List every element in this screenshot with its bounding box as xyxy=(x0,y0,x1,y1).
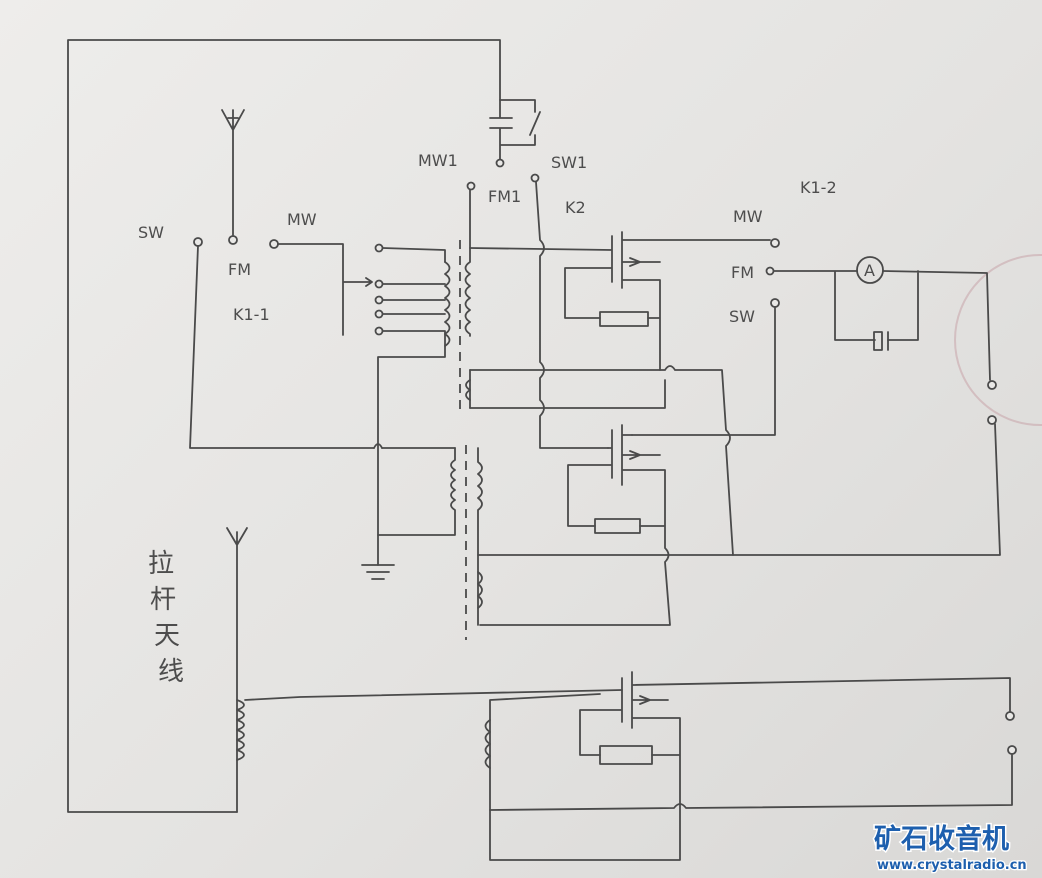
stamp-mark xyxy=(954,254,1042,426)
common-wire xyxy=(477,423,1001,556)
mw-wiper-wire xyxy=(277,243,373,336)
k2-name: K2 xyxy=(565,198,586,217)
output-terminal-1[interactable] xyxy=(987,380,997,390)
k1-2-sw-label: SW xyxy=(729,307,755,326)
k1-2-sw-terminal[interactable] xyxy=(770,298,780,308)
k2-mw1-label: MW1 xyxy=(418,151,458,170)
k1-1-fm-terminal[interactable] xyxy=(228,235,238,245)
antenna-top xyxy=(221,109,245,236)
mosfet-q2 xyxy=(479,424,671,626)
outer-frame-wire xyxy=(67,39,501,813)
k1-2-mw-terminal[interactable] xyxy=(770,238,780,248)
k1-2-fm-terminal[interactable] xyxy=(765,266,775,276)
k1-1-fm-label: FM xyxy=(228,260,251,279)
ammeter-icon xyxy=(856,256,884,284)
mosfet-q3 xyxy=(484,671,1013,861)
antenna-label-char: 杆 xyxy=(150,585,176,615)
sw-wire xyxy=(189,245,456,449)
k1-1-sw-label: SW xyxy=(138,223,164,242)
k1-2-mw-label: MW xyxy=(733,207,763,226)
k1-1-mw-label: MW xyxy=(287,210,317,229)
meter-wires xyxy=(773,270,991,381)
k1-1-sw-terminal[interactable] xyxy=(193,237,203,247)
antenna-label-char: 拉 xyxy=(148,549,174,579)
ground-icon xyxy=(361,564,395,580)
q3-terminal-1[interactable] xyxy=(1005,711,1015,721)
k1-1-name: K1-1 xyxy=(233,305,270,324)
watermark-title: 矿石收音机 xyxy=(874,823,1009,855)
mosfet-q1 xyxy=(469,231,771,371)
q1-return-wires xyxy=(469,365,734,556)
k1-1-mw-terminal[interactable] xyxy=(269,239,279,249)
coil-2 xyxy=(377,445,483,640)
antenna-label-char: 线 xyxy=(158,657,184,687)
ammeter-label: A xyxy=(864,261,875,280)
k2-sw1-label: SW1 xyxy=(551,153,587,172)
watermark-url: www.crystalradio.cn xyxy=(877,858,1027,873)
k1-2-fm-label: FM xyxy=(731,263,754,282)
sw1-wire xyxy=(535,181,609,449)
k2-fm1-terminal[interactable] xyxy=(495,158,505,168)
tapped-coil-1 xyxy=(374,189,471,566)
q3-terminal-2[interactable] xyxy=(1007,745,1017,755)
telescopic-antenna xyxy=(226,527,623,813)
output-terminal-2[interactable] xyxy=(987,415,997,425)
sw-drain-wire xyxy=(631,306,776,436)
crystal-icon xyxy=(873,331,889,351)
antenna-label-char: 天 xyxy=(154,621,180,651)
power-switch xyxy=(489,99,541,161)
k1-2-name: K1-2 xyxy=(800,178,837,197)
k2-fm1-label: FM1 xyxy=(488,187,521,206)
k2-sw1-terminal[interactable] xyxy=(530,173,540,183)
k2-mw1-terminal[interactable] xyxy=(466,181,476,191)
